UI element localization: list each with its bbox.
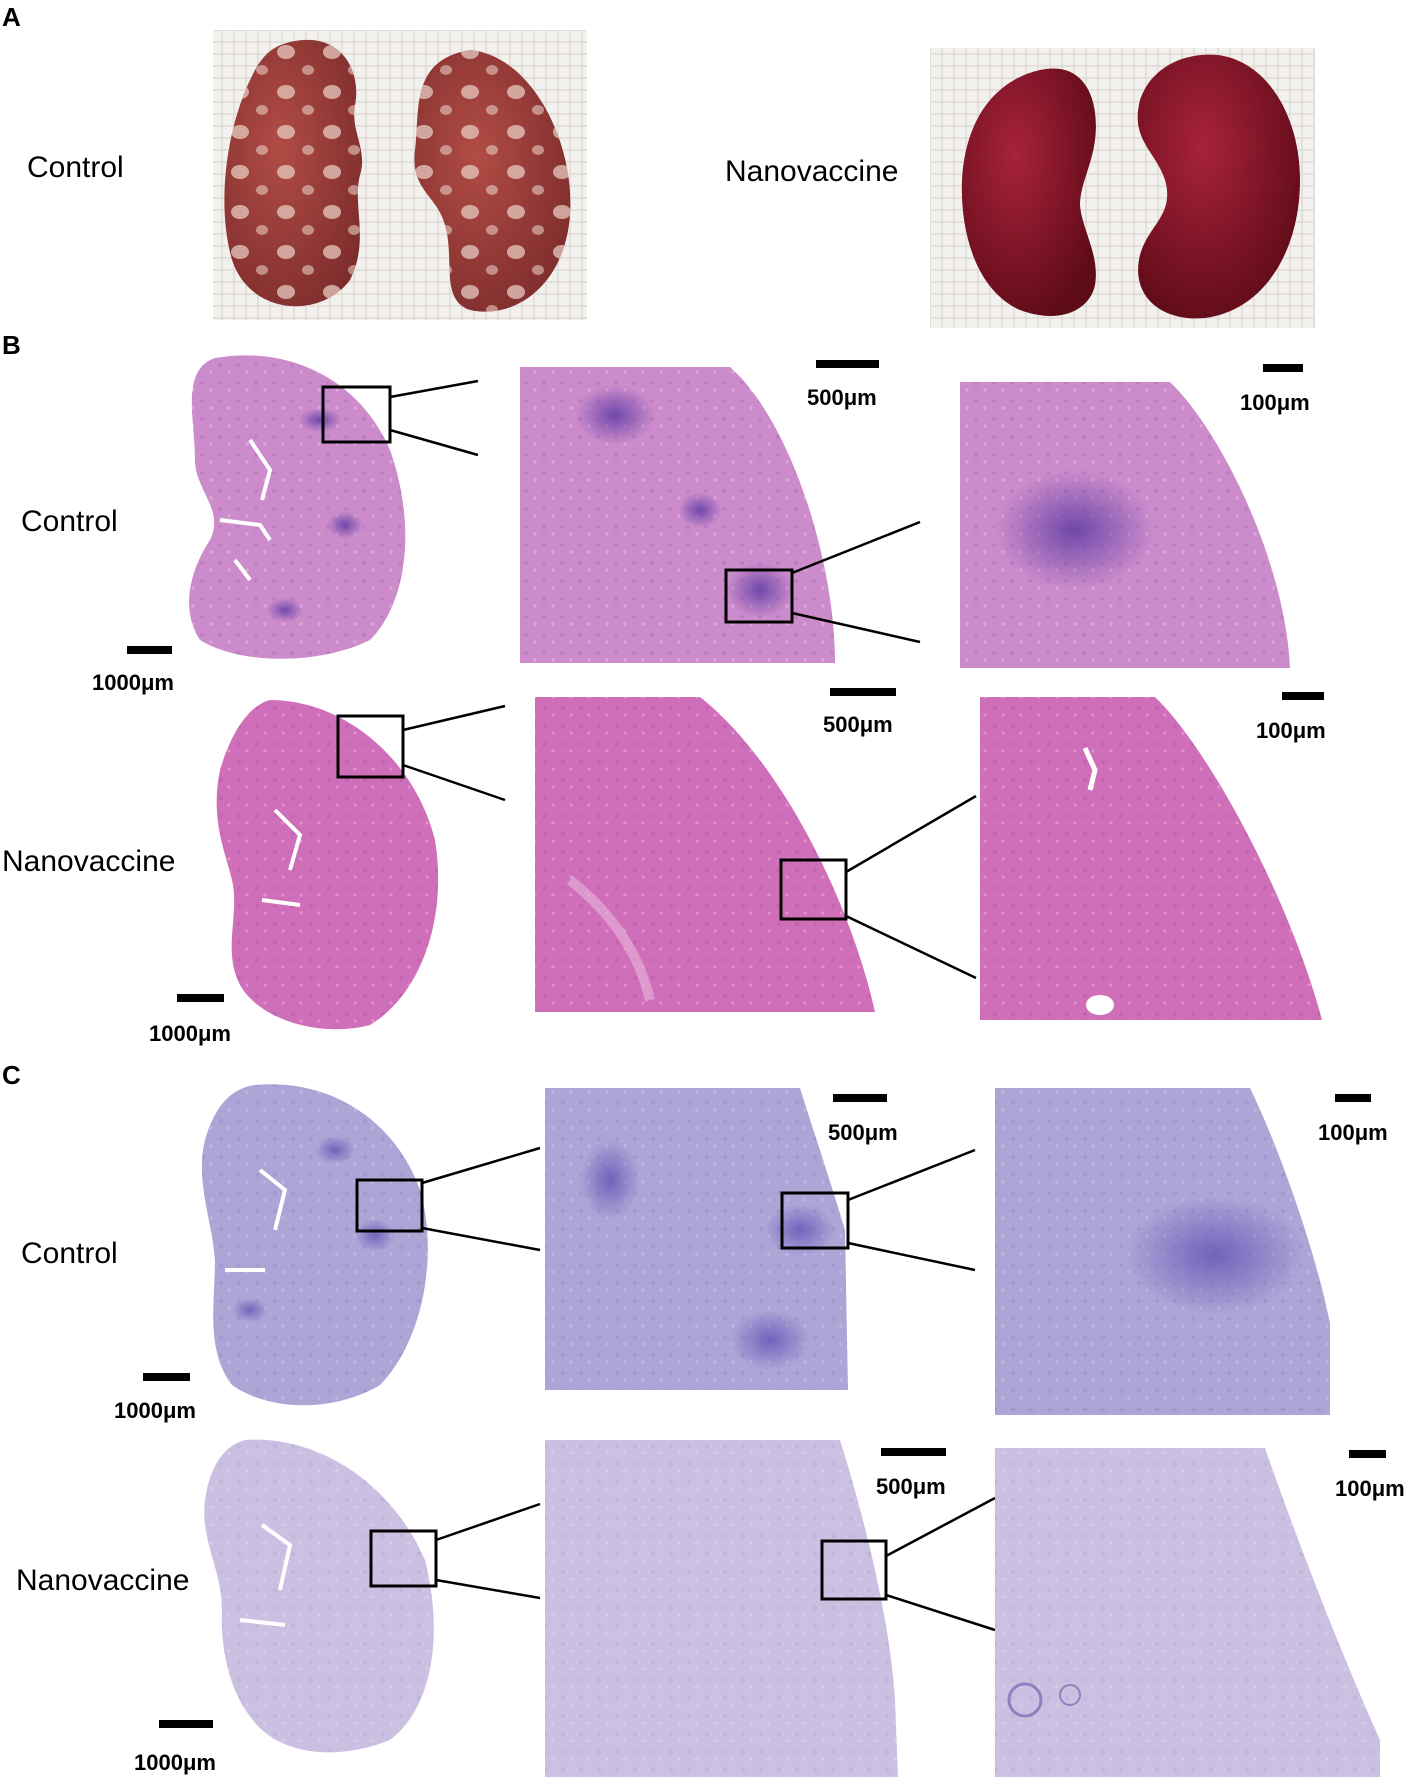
c-control-overview-section [201, 1084, 428, 1406]
b-control-overview-scalebar [127, 646, 172, 654]
panel-letter-b: B [2, 330, 21, 360]
c-control-zoom1-scalebar [833, 1094, 887, 1102]
b-nanovaccine-roi-box-2 [779, 858, 848, 921]
c-control-zoom2-scale-label: 100μm [1318, 1120, 1388, 1145]
panel-a-control-label: Control [27, 151, 124, 184]
c-control-zoom2-scalebar [1335, 1094, 1371, 1102]
b-control-zoom2-scale-label: 100μm [1240, 390, 1310, 415]
b-nanovaccine-overview-scalebar [177, 994, 224, 1002]
panel-letter-c: C [2, 1060, 21, 1090]
c-control-zoom1-section [545, 1088, 848, 1390]
nanovaccine-kidneys-photo [930, 48, 1315, 328]
b-nanovaccine-zoom1-scalebar [830, 688, 896, 696]
b-control-overview-section [189, 355, 406, 659]
panel-b-control-label: Control [21, 505, 118, 538]
b-nanovaccine-zoom2-scalebar [1282, 692, 1324, 700]
b-nanovaccine-overview-scale-label: 1000μm [149, 1021, 231, 1046]
b-control-roi-box-1 [321, 385, 392, 444]
c-nanovaccine-zoom1-section [545, 1440, 898, 1777]
c-nanovaccine-zoom1-scalebar [881, 1448, 946, 1456]
b-control-overview-scale-label: 1000μm [92, 670, 174, 695]
c-control-zoom1-scale-label: 500μm [828, 1120, 898, 1145]
b-control-zoom1-scalebar [816, 360, 879, 368]
c-nanovaccine-zoom2-section [995, 1448, 1380, 1777]
c-control-roi-box-2 [780, 1191, 850, 1250]
c-control-roi-box-1 [355, 1178, 424, 1233]
panel-b-nanovaccine-label: Nanovaccine [2, 845, 176, 878]
b-control-zoom2-section [960, 382, 1290, 668]
c-nanovaccine-overview-scalebar [159, 1720, 213, 1728]
b-control-zoom1-scale-label: 500μm [807, 385, 877, 410]
b-control-zoom1-section [520, 367, 835, 663]
b-control-zoom2-scalebar [1263, 364, 1303, 372]
b-nanovaccine-zoom1-section [535, 697, 875, 1012]
c-control-overview-scale-label: 1000μm [114, 1398, 196, 1423]
panel-c-control-label: Control [21, 1237, 118, 1270]
c-nanovaccine-roi-box-2 [820, 1539, 888, 1601]
panel-c-nanovaccine-label: Nanovaccine [16, 1564, 190, 1597]
b-nanovaccine-zoom2-section [980, 697, 1322, 1020]
c-nanovaccine-zoom1-scale-label: 500μm [876, 1474, 946, 1499]
b-control-roi-box-2 [724, 568, 794, 624]
b-nanovaccine-roi-box-1 [336, 714, 405, 779]
b-nanovaccine-zoom2-scale-label: 100μm [1256, 718, 1326, 743]
c-nanovaccine-overview-scale-label: 1000μm [134, 1750, 216, 1775]
control-kidneys-photo [213, 30, 587, 320]
c-nanovaccine-roi-box-1 [369, 1529, 438, 1588]
b-nanovaccine-zoom1-scale-label: 500μm [823, 712, 893, 737]
c-nanovaccine-overview-section [204, 1439, 434, 1753]
c-nanovaccine-zoom2-scale-label: 100μm [1335, 1476, 1405, 1501]
c-control-overview-scalebar [143, 1373, 190, 1381]
c-control-zoom2-section [995, 1088, 1330, 1415]
b-nanovaccine-overview-section [216, 700, 439, 1030]
c-nanovaccine-zoom2-scalebar [1349, 1450, 1386, 1458]
panel-a-nanovaccine-label: Nanovaccine [725, 155, 899, 188]
panel-letter-a: A [2, 2, 21, 32]
